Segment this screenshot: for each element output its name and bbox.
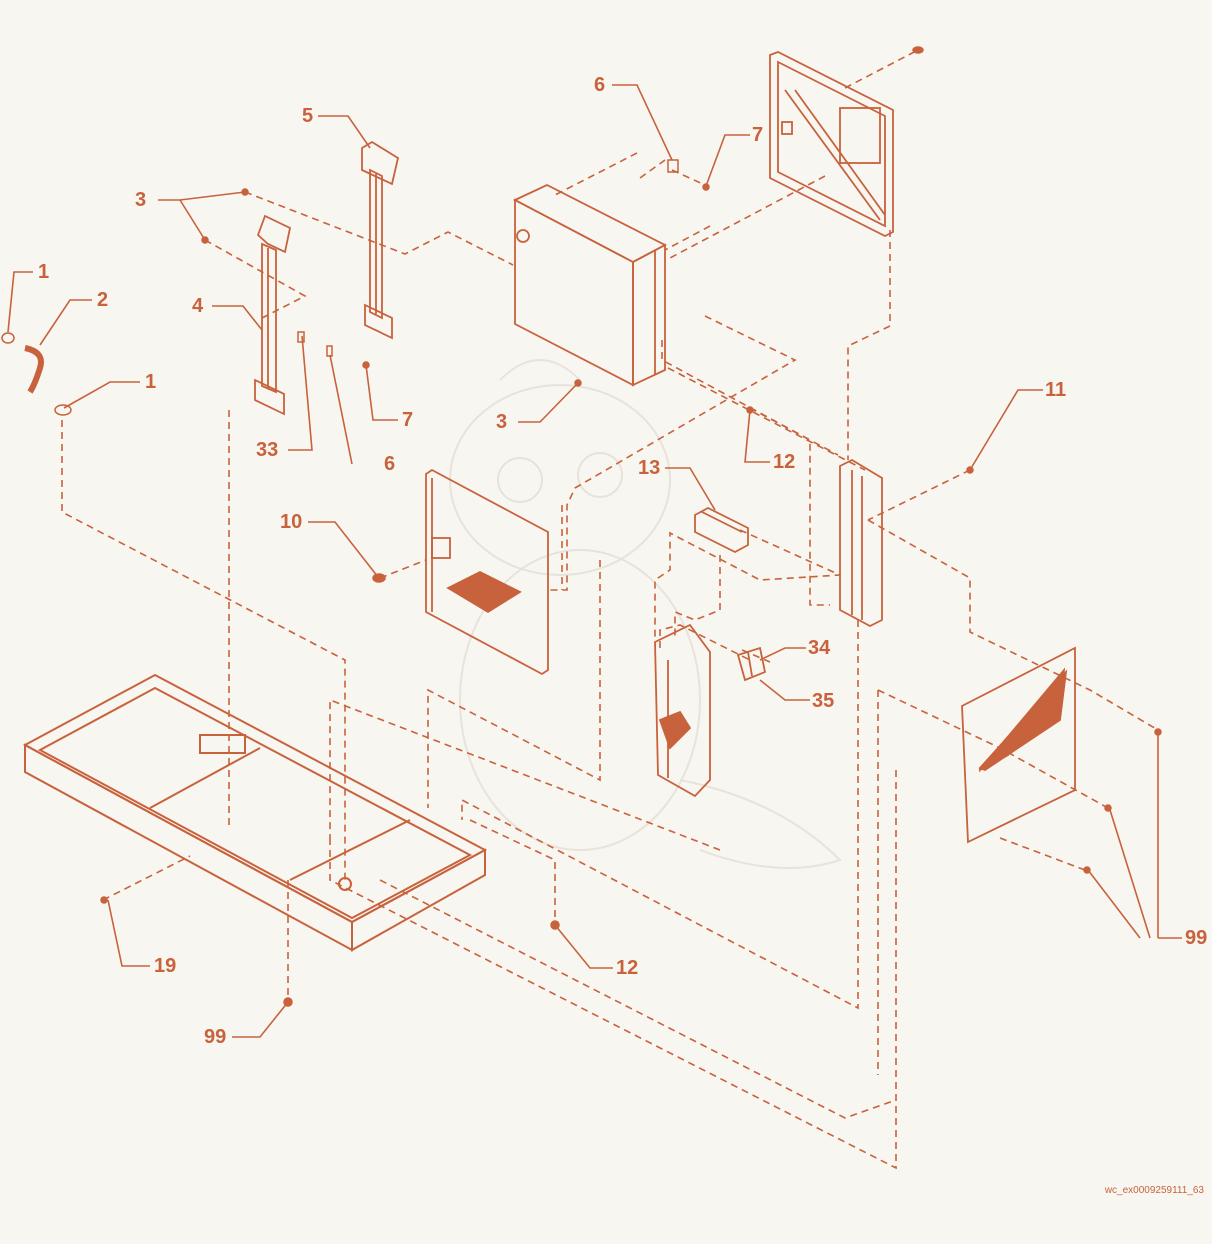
callout-35: 35 xyxy=(812,690,835,712)
callout-6b: 6 xyxy=(594,74,606,96)
screw-part-99d xyxy=(1083,866,1091,874)
screw-part-3a xyxy=(241,188,249,196)
callout-3a: 3 xyxy=(135,189,147,211)
callout-12b: 12 xyxy=(616,957,639,979)
grille-panel xyxy=(961,646,1076,844)
callout-19: 19 xyxy=(154,955,177,977)
watermark xyxy=(449,359,842,869)
elbow-part-2 xyxy=(24,345,44,394)
callout-1b: 1 xyxy=(145,371,157,393)
screw-part-19 xyxy=(100,896,108,904)
side-channel xyxy=(839,458,883,628)
screw-part-3b xyxy=(201,236,209,244)
screw-part-12b xyxy=(550,920,560,930)
control-box xyxy=(512,183,667,387)
screw-part-3c xyxy=(574,379,582,387)
clip-part-6b xyxy=(667,159,679,173)
bracket-part-5 xyxy=(361,140,400,340)
screw-part-7a xyxy=(362,361,370,369)
hardware-parts xyxy=(1,46,1162,1007)
callout-4: 4 xyxy=(192,295,204,317)
callout-2: 2 xyxy=(97,289,109,311)
base-pan xyxy=(22,673,488,952)
grommet-part-1b xyxy=(54,404,72,416)
callout-99a: 99 xyxy=(204,1026,227,1048)
callout-12a: 12 xyxy=(773,451,796,473)
screw-part-12a xyxy=(746,406,754,414)
clip-part-33 xyxy=(297,331,305,343)
callout-34: 34 xyxy=(808,637,831,659)
callout-6a: 6 xyxy=(384,453,396,475)
callout-3b: 3 xyxy=(496,411,508,433)
screw-part-11 xyxy=(966,466,974,474)
drawing-reference-code: wc_ex0009259111_63 xyxy=(1104,1185,1204,1196)
screw-part-99a xyxy=(283,997,293,1007)
clip-part-6a xyxy=(326,345,333,357)
callout-7b: 7 xyxy=(752,124,764,146)
door-panel xyxy=(425,468,549,676)
callout-13: 13 xyxy=(638,457,661,479)
callout-7a: 7 xyxy=(402,409,414,431)
plug-part-10 xyxy=(372,573,386,583)
callout-99b: 99 xyxy=(1185,927,1208,949)
handle-bracket xyxy=(654,623,711,798)
latch-part xyxy=(736,646,767,682)
back-panel xyxy=(769,51,894,238)
screw-part-99b xyxy=(1154,728,1162,736)
callout-1a: 1 xyxy=(38,261,50,283)
callout-11: 11 xyxy=(1045,379,1067,401)
callout-10: 10 xyxy=(280,511,303,533)
bracket-part-4 xyxy=(254,214,292,416)
callout-leader-lines xyxy=(7,84,1182,1038)
screw-part-99c xyxy=(1104,804,1112,812)
callout-5: 5 xyxy=(302,105,314,127)
screw-part-7b xyxy=(702,183,710,191)
terminal-block xyxy=(694,506,749,554)
callout-33: 33 xyxy=(256,439,279,461)
screw-part-top xyxy=(912,46,924,54)
grommet-part-1a xyxy=(1,332,15,344)
